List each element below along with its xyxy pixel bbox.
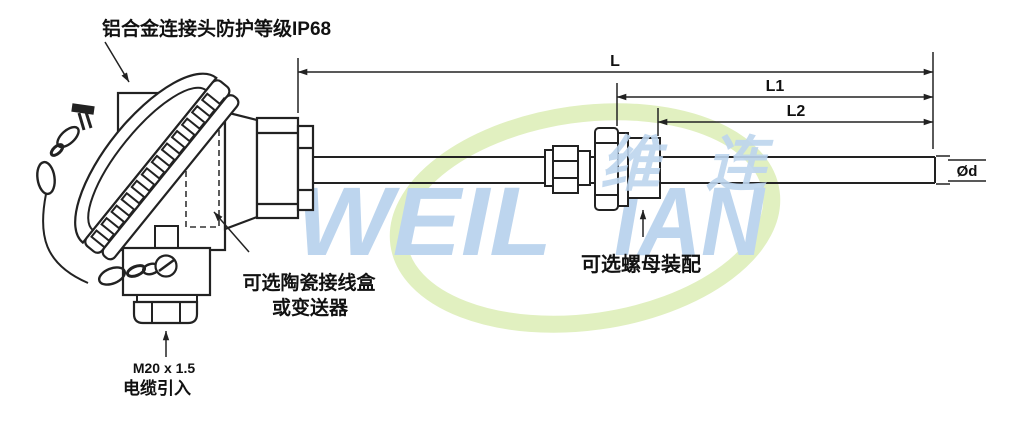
annotations: 铝合金连接头防护等级IP68 可选陶瓷接线盒 或变送器 可选螺母装配 M20 x… xyxy=(102,17,701,398)
dimension-diameter xyxy=(936,155,986,185)
chain-wire xyxy=(42,193,89,284)
screw-slot xyxy=(158,258,175,273)
cap-chain xyxy=(36,103,178,286)
label-terminal-line2: 或变送器 xyxy=(272,296,349,319)
chain-ring xyxy=(36,160,56,196)
compression-fitting xyxy=(544,145,591,194)
connection-head xyxy=(74,72,315,325)
cap-ribbed xyxy=(74,72,240,261)
label-gland-thread: M20 x 1.5 xyxy=(133,360,195,376)
mounting-nut xyxy=(594,127,661,211)
dimension-lines xyxy=(297,52,986,185)
leader-head-protection xyxy=(104,41,130,83)
cap-rim xyxy=(101,94,240,261)
watermark-cjk-wei: 维 xyxy=(600,131,668,198)
leader-terminal-block xyxy=(213,211,250,253)
terminal-block-dashed-outline xyxy=(185,112,220,228)
dimension-label-l: L xyxy=(610,53,620,70)
watermark-cjk: 维 连 xyxy=(600,131,774,198)
nipple-fitting xyxy=(296,124,315,212)
process-hex xyxy=(255,116,300,220)
label-gland: 电缆引入 xyxy=(123,378,191,398)
head-neck xyxy=(223,110,259,231)
leader-arrows xyxy=(104,41,647,357)
watermark-word-left: WEIL xyxy=(296,167,552,276)
chain-link xyxy=(49,143,65,157)
label-head-protection: 铝合金连接头防护等级IP68 xyxy=(102,17,331,40)
cable-gland-hex xyxy=(132,300,199,325)
label-nut: 可选螺母装配 xyxy=(581,252,701,276)
cap-dome xyxy=(74,72,218,245)
watermark-cjk-lian: 连 xyxy=(706,131,774,198)
watermark-swoosh xyxy=(389,103,781,333)
dimension-label-l1: L1 xyxy=(766,78,785,95)
chain-link xyxy=(97,266,127,286)
dimension-label-diameter: Ød xyxy=(957,163,978,180)
dimension-label-l2: L2 xyxy=(787,103,806,120)
label-terminal-line1: 可选陶瓷接线盒 xyxy=(242,271,376,294)
dimension-labels: L L1 L2 Ød xyxy=(610,53,977,180)
cap-clamp-bolt xyxy=(71,103,95,131)
